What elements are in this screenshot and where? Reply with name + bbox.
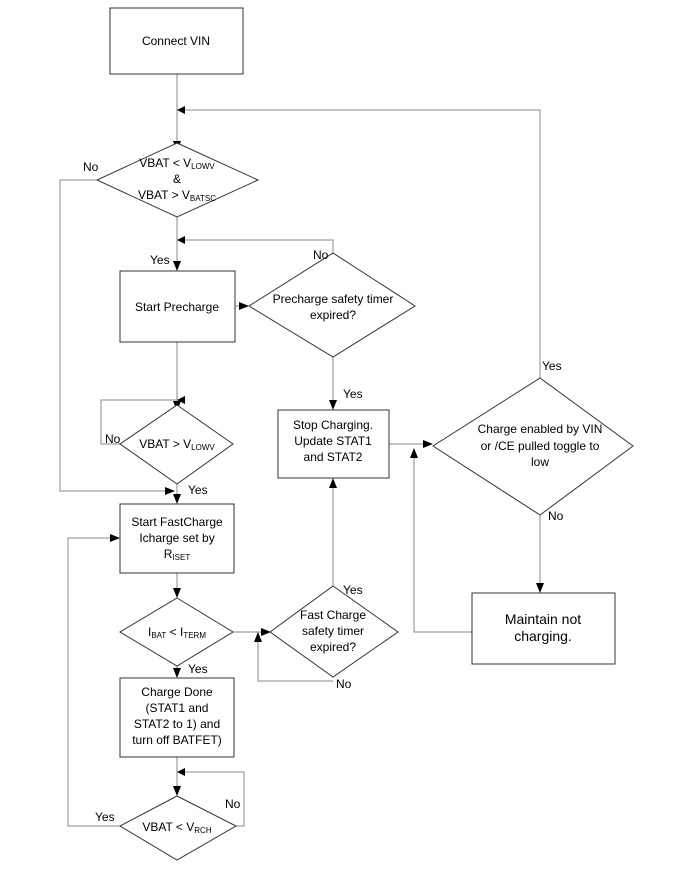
charge-enabled-decision: Charge enabled by VIN or /CE pulled togg… xyxy=(432,377,634,516)
arrowhead xyxy=(254,632,262,642)
connect-vin-label: Connect VIN xyxy=(142,34,210,48)
arrowhead xyxy=(329,478,337,488)
label-no-precharge-timer: No xyxy=(313,248,329,262)
fastcharge-line3: RISET xyxy=(164,547,191,562)
arrowhead xyxy=(177,106,185,114)
label-yes-gt-lowv: Yes xyxy=(188,483,208,497)
label-no-rch: No xyxy=(225,797,241,811)
label-yes-precharge-timer: Yes xyxy=(343,387,363,401)
edge-fast-timer-no xyxy=(257,640,333,682)
vbat-rch-label: VBAT < VRCH xyxy=(142,820,211,835)
ibat-iterm-decision: IBAT < ITERM xyxy=(119,597,234,667)
lowv-decision-amp: & xyxy=(173,172,181,186)
arrowhead xyxy=(423,440,433,448)
charge-enabled-line2: or /CE pulled toggle to xyxy=(481,439,600,453)
arrowhead xyxy=(536,583,544,593)
arrowhead xyxy=(261,628,271,636)
arrowhead xyxy=(329,400,337,410)
arrowhead xyxy=(177,768,185,776)
connect-vin-box: Connect VIN xyxy=(109,7,244,75)
charge-enabled-line1: Charge enabled by VIN xyxy=(478,422,603,436)
label-yes-ibat: Yes xyxy=(188,662,208,676)
start-precharge-label: Start Precharge xyxy=(135,300,219,314)
arrowhead xyxy=(165,487,175,495)
stop-charging-line1: Stop Charging. xyxy=(293,418,373,432)
charge-done-line2: (STAT1 and xyxy=(146,701,209,715)
fast-timer-line2: safety timer xyxy=(302,624,364,638)
edge-gt-lowv-no xyxy=(100,399,177,445)
arrowhead xyxy=(173,261,181,271)
arrowhead xyxy=(177,236,185,244)
arrowhead xyxy=(173,588,181,598)
arrowhead xyxy=(110,534,120,542)
arrowhead xyxy=(173,786,181,796)
edge-precharge-timer-no xyxy=(177,239,334,253)
edge-rch-yes xyxy=(67,537,120,827)
edge-enabled-yes-loop xyxy=(177,109,541,378)
label-no-enabled: No xyxy=(548,509,564,523)
arrowhead xyxy=(177,396,185,404)
lowv-decision-line2: VBAT > VBATSC xyxy=(138,188,216,203)
vbat-gt-lowv-label: VBAT > VLOWV xyxy=(139,437,215,452)
fastcharge-line1: Start FastCharge xyxy=(131,515,223,529)
label-no-fast-timer: No xyxy=(336,677,352,691)
fast-timer-line3: expired? xyxy=(310,640,356,654)
charge-done-line1: Charge Done xyxy=(141,685,213,699)
edge-rch-no xyxy=(177,771,245,827)
lowv-decision-line1: VBAT < VLOWV xyxy=(139,156,215,171)
maintain-line2: charging. xyxy=(514,628,572,644)
stop-charging-line3: and STAT2 xyxy=(304,450,363,464)
maintain-line1: Maintain not xyxy=(505,611,581,627)
arrowhead xyxy=(410,448,418,458)
charge-enabled-line3: low xyxy=(531,455,549,469)
precharge-timer-line2: expired? xyxy=(310,308,356,322)
start-precharge-box: Start Precharge xyxy=(119,270,236,343)
charge-done-box: Charge Done (STAT1 and STAT2 to 1) and t… xyxy=(119,677,235,758)
precharge-timer-decision: Precharge safety timer expired? xyxy=(248,252,416,358)
fastcharge-line2: Icharge set by xyxy=(139,531,214,545)
vbat-rch-decision: VBAT < VRCH xyxy=(118,795,238,861)
arrowhead xyxy=(239,302,249,310)
edge-lowv-no-rail xyxy=(59,179,167,492)
arrowhead xyxy=(173,668,181,678)
ibat-iterm-label: IBAT < ITERM xyxy=(148,625,206,640)
start-fastcharge-box: Start FastCharge Icharge set by RISET xyxy=(119,503,235,574)
label-no-gt-lowv: No xyxy=(105,432,121,446)
edge-maintain-return xyxy=(413,458,472,633)
label-yes-fast-timer: Yes xyxy=(343,583,363,597)
precharge-timer-line1: Precharge safety timer xyxy=(273,292,394,306)
fast-timer-decision: Fast Charge safety timer expired? xyxy=(269,585,399,678)
stop-charging-box: Stop Charging. Update STAT1 and STAT2 xyxy=(277,409,390,479)
label-no-lowv: No xyxy=(83,160,99,174)
connector-lines xyxy=(59,74,541,827)
charge-done-line4: turn off BATFET) xyxy=(132,733,222,747)
edge-labels: No Yes No Yes No Yes Yes No Yes No Yes Y… xyxy=(83,160,564,824)
maintain-box: Maintain not charging. xyxy=(471,592,616,665)
label-yes-enabled: Yes xyxy=(542,359,562,373)
stop-charging-line2: Update STAT1 xyxy=(294,434,372,448)
label-yes-lowv: Yes xyxy=(150,253,170,267)
lowv-batsc-decision: VBAT < VLOWV & VBAT > VBATSC xyxy=(95,142,260,218)
charge-done-line3: STAT2 to 1) and xyxy=(134,717,220,731)
vbat-gt-lowv-decision: VBAT > VLOWV xyxy=(119,404,234,485)
arrowhead xyxy=(173,494,181,504)
fast-timer-line1: Fast Charge xyxy=(300,608,366,622)
label-yes-rch: Yes xyxy=(95,810,115,824)
